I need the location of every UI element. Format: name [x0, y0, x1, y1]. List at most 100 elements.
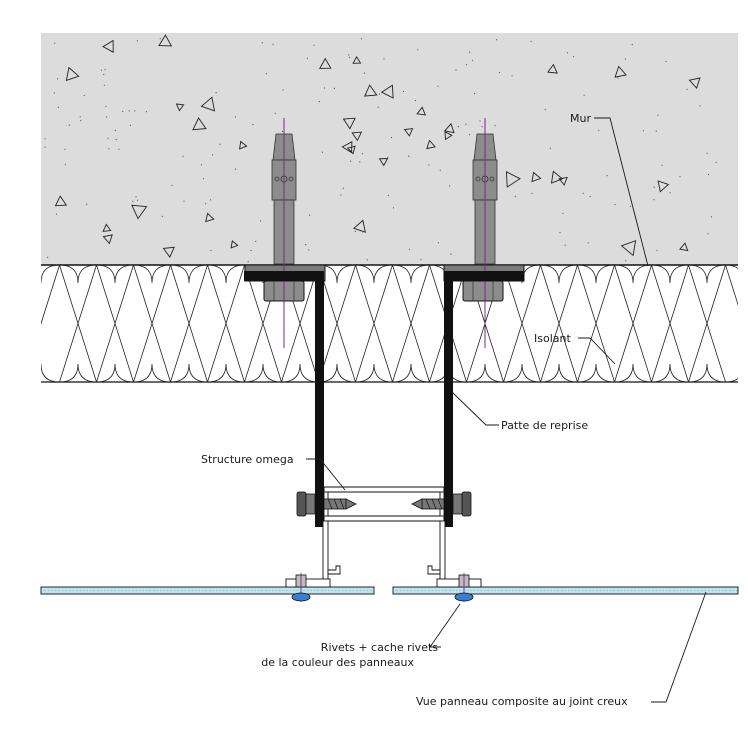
aggregate-dot: [361, 153, 364, 155]
label-rivets-line1: Rivets + cache rivets: [321, 641, 438, 654]
aggregate-stone: [353, 219, 366, 233]
aggregate-dot: [247, 261, 249, 263]
aggregate-dot: [342, 187, 344, 189]
screw-right: [411, 491, 472, 517]
aggregate-dot: [261, 42, 263, 44]
aggregate-dot: [366, 259, 368, 261]
aggregate-dot: [629, 205, 632, 207]
aggregate-dot: [642, 130, 645, 132]
aggregate-dot: [566, 52, 569, 54]
label-bracket: Patte de reprise: [501, 419, 588, 432]
label-panel: Vue panneau composite au joint creux: [416, 695, 628, 708]
aggregate-dot: [203, 178, 205, 180]
aggregate-dot: [378, 93, 381, 95]
aggregate-stone: [443, 122, 455, 134]
aggregate-dot: [64, 148, 66, 150]
aggregate-dot: [437, 85, 439, 87]
aggregate-dot: [57, 106, 59, 108]
aggregate-dot: [56, 78, 59, 80]
aggregate-dot: [653, 186, 655, 188]
aggregate-dot: [564, 244, 566, 246]
aggregate-dot: [348, 54, 350, 56]
aggregate-dot: [321, 151, 323, 153]
aggregate-dot: [308, 249, 310, 251]
aggregate-dot: [669, 192, 671, 194]
aggregate-stone: [363, 84, 378, 97]
aggregate-dot: [348, 56, 350, 58]
aggregate-dot: [439, 169, 441, 171]
rivet-left: [285, 573, 331, 602]
aggregate-stone: [162, 246, 175, 258]
aggregate-dot: [465, 123, 467, 125]
aggregate-dot: [103, 73, 105, 76]
concrete-aggregate: [44, 34, 717, 263]
aggregate-dot: [360, 38, 362, 40]
aggregate-dot: [466, 64, 468, 66]
aggregate-dot: [457, 126, 459, 128]
aggregate-dot: [474, 93, 476, 95]
aggregate-dot: [136, 199, 139, 201]
aggregate-dot: [64, 163, 66, 165]
aggregate-dot: [614, 203, 616, 206]
aggregate-dot: [455, 69, 457, 71]
label-rivets-line2: de la couleur des panneaux: [261, 656, 414, 669]
aggregate-dot: [106, 116, 108, 118]
aggregate-stone: [205, 212, 215, 223]
aggregate-dot: [530, 40, 532, 42]
aggregate-dot: [54, 42, 56, 44]
aggregate-dot: [122, 110, 124, 113]
aggregate-stone: [416, 106, 427, 116]
aggregate-dot: [562, 212, 564, 214]
aggregate-dot: [265, 73, 267, 75]
aggregate-dot: [494, 125, 496, 127]
aggregate-dot: [544, 109, 546, 111]
aggregate-dot: [625, 260, 627, 262]
aggregate-dot: [234, 116, 237, 118]
aggregate-dot: [183, 200, 185, 202]
aggregate-dot: [531, 192, 533, 194]
aggregate-dot: [318, 101, 320, 103]
aggregate-dot: [617, 77, 619, 79]
aggregate-dot: [365, 93, 367, 95]
aggregate-dot: [350, 160, 352, 162]
aggregate-dot: [468, 134, 471, 136]
aggregate-dot: [274, 112, 276, 114]
aggregate-dot: [219, 143, 221, 145]
aggregate-dot: [200, 164, 202, 166]
aggregate-dot: [631, 43, 633, 46]
aggregate-stone: [342, 117, 356, 130]
aggregate-stone: [131, 204, 148, 220]
aggregate-dot: [377, 106, 379, 108]
anchor-left: [244, 118, 326, 348]
aggregate-dot: [479, 120, 481, 122]
aggregate-dot: [655, 130, 657, 132]
aggregate-stone: [319, 57, 332, 69]
aggregate-dot: [499, 71, 501, 74]
aggregate-stone: [403, 128, 414, 137]
aggregate-dot: [387, 156, 389, 158]
aggregate-dot: [653, 199, 655, 201]
aggregate-dot: [363, 72, 365, 74]
aggregate-dot: [589, 195, 591, 198]
aggregate-dot: [210, 199, 212, 201]
aggregate-dot: [707, 233, 709, 235]
composite-panel-left: [40, 586, 375, 595]
aggregate-stone: [65, 66, 80, 82]
aggregate-dot: [115, 139, 117, 141]
aggregate-dot: [132, 200, 134, 202]
aggregate-dot: [68, 124, 70, 126]
aggregate-dot: [471, 59, 474, 61]
aggregate-dot: [656, 249, 658, 251]
aggregate-dot: [606, 175, 608, 177]
aggregate-dot: [171, 184, 173, 186]
aggregate-dot: [598, 129, 600, 131]
aggregate-stone: [547, 63, 558, 74]
aggregate-dot: [657, 114, 659, 116]
aggregate-dot: [80, 120, 82, 122]
aggregate-dot: [118, 148, 120, 150]
aggregate-stone: [192, 117, 207, 131]
aggregate-stone: [688, 77, 701, 89]
aggregate-stone: [679, 242, 689, 252]
aggregate-dot: [583, 94, 585, 96]
aggregate-dot: [86, 203, 88, 205]
